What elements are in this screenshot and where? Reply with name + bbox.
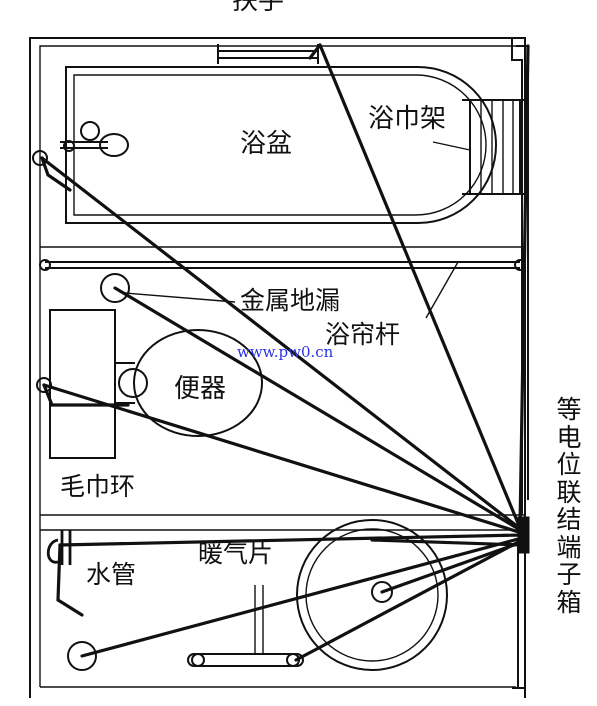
leader-lines bbox=[124, 141, 471, 655]
bonding-wires bbox=[40, 43, 530, 662]
label-terminal-box: 等电位联结端子箱 bbox=[556, 395, 582, 617]
toilet bbox=[49, 309, 263, 459]
label-toilet: 便器 bbox=[174, 374, 227, 404]
towel-rack bbox=[462, 99, 528, 195]
toilet-bond-point bbox=[36, 377, 52, 393]
bathtub bbox=[65, 66, 497, 224]
label-water-pipe: 水管 bbox=[86, 560, 137, 589]
wall-dividers bbox=[40, 246, 525, 531]
label-shower-curtain-rod: 浴帘杆 bbox=[325, 320, 401, 349]
label-towel-ring: 毛巾环 bbox=[60, 472, 136, 501]
towel-ring-symbol bbox=[46, 530, 72, 565]
radiator-symbol bbox=[187, 653, 304, 667]
label-metal-floor-drain: 金属地漏 bbox=[240, 286, 341, 315]
label-bathtub: 浴盆 bbox=[240, 129, 293, 159]
floor-drain-symbol bbox=[100, 273, 130, 303]
label-handrail: 扶手 bbox=[232, 0, 285, 16]
bathtub-faucet bbox=[60, 121, 129, 157]
watermark: www.pw0.cn bbox=[237, 343, 334, 361]
shower-curtain-rod bbox=[39, 259, 526, 271]
room-outline bbox=[29, 37, 526, 698]
tub-bond-point bbox=[32, 150, 48, 166]
label-towel-rack: 浴巾架 bbox=[368, 104, 447, 134]
label-radiator: 暖气片 bbox=[198, 539, 274, 568]
water-pipe-symbol bbox=[67, 641, 97, 671]
handrail bbox=[217, 44, 319, 64]
